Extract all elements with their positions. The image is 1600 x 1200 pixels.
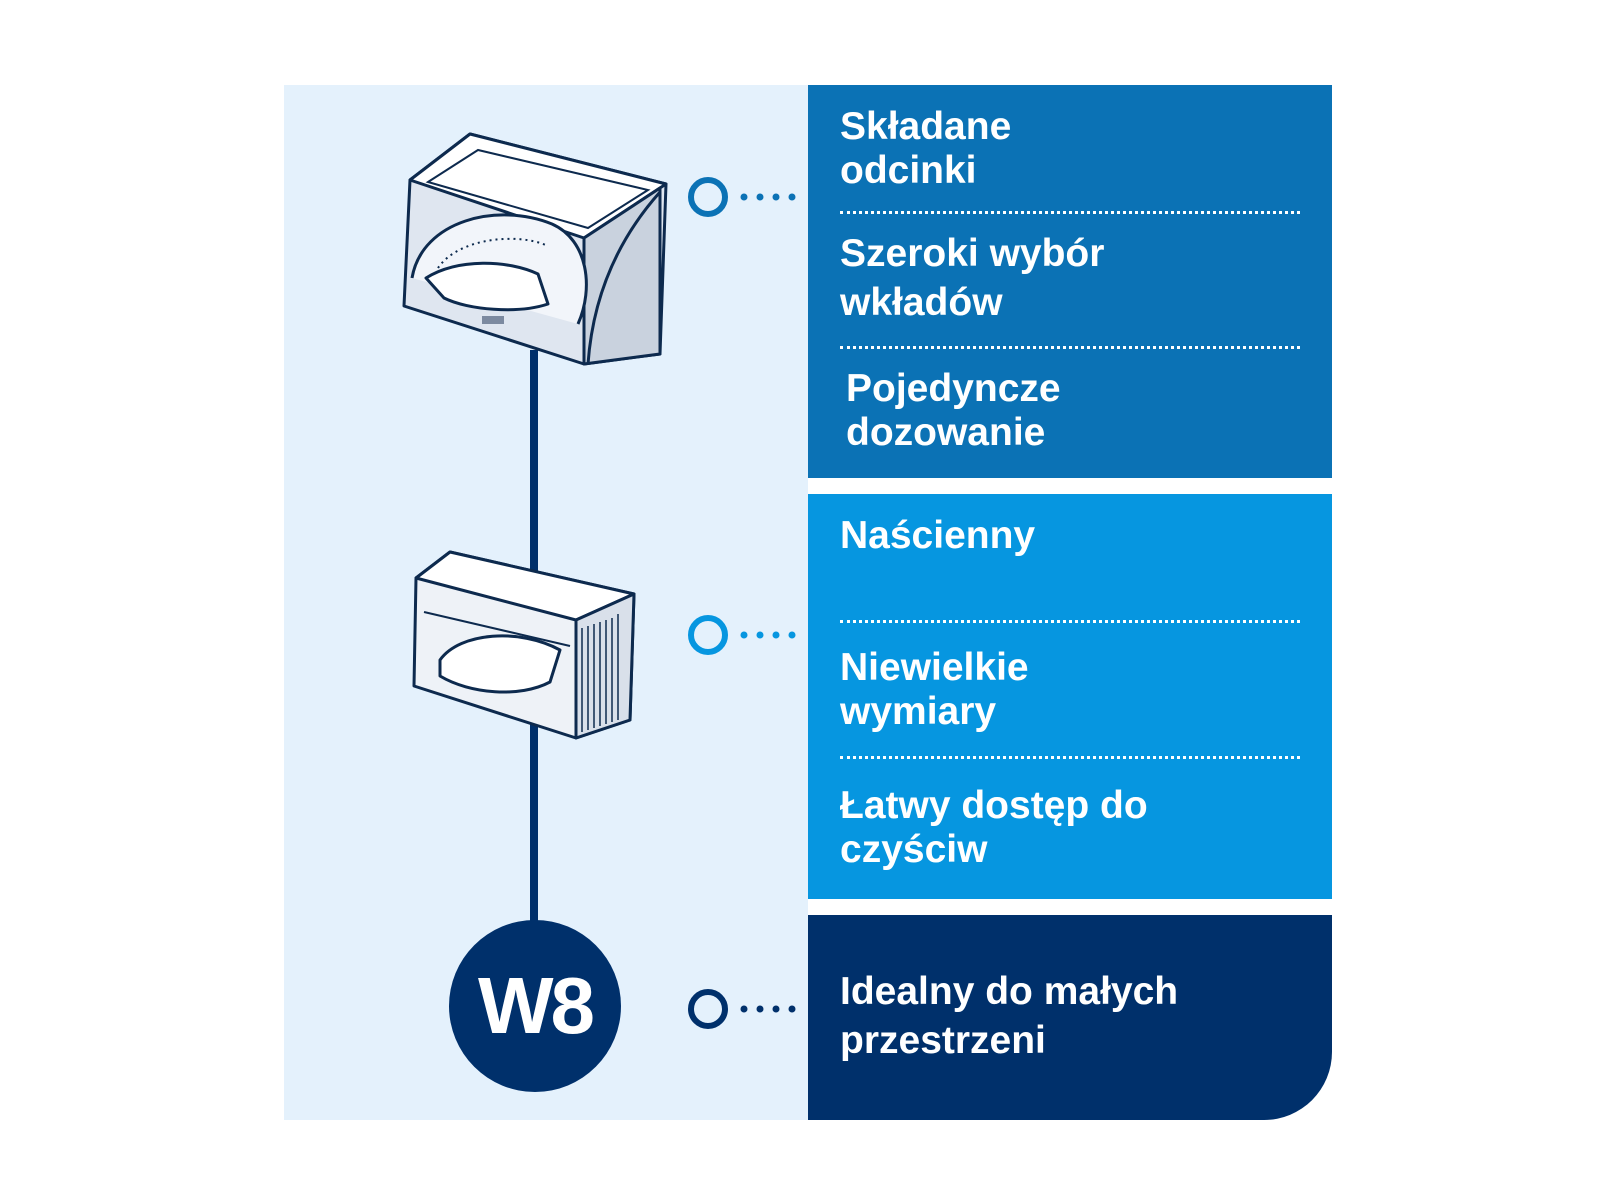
circle-dotted-connector-icon (688, 177, 796, 217)
dotted-divider (840, 620, 1300, 623)
circle-dotted-connector-icon (688, 989, 796, 1029)
dotted-divider (840, 756, 1300, 759)
product-code-badge: W8 (449, 920, 621, 1092)
feature-text: Naścienny (840, 514, 1036, 557)
wall-dispenser-icon (412, 550, 636, 740)
curved-dispenser-icon (402, 132, 668, 366)
dotted-divider (840, 211, 1300, 214)
dotted-divider (840, 346, 1300, 349)
circle-dotted-connector-icon (688, 615, 796, 655)
